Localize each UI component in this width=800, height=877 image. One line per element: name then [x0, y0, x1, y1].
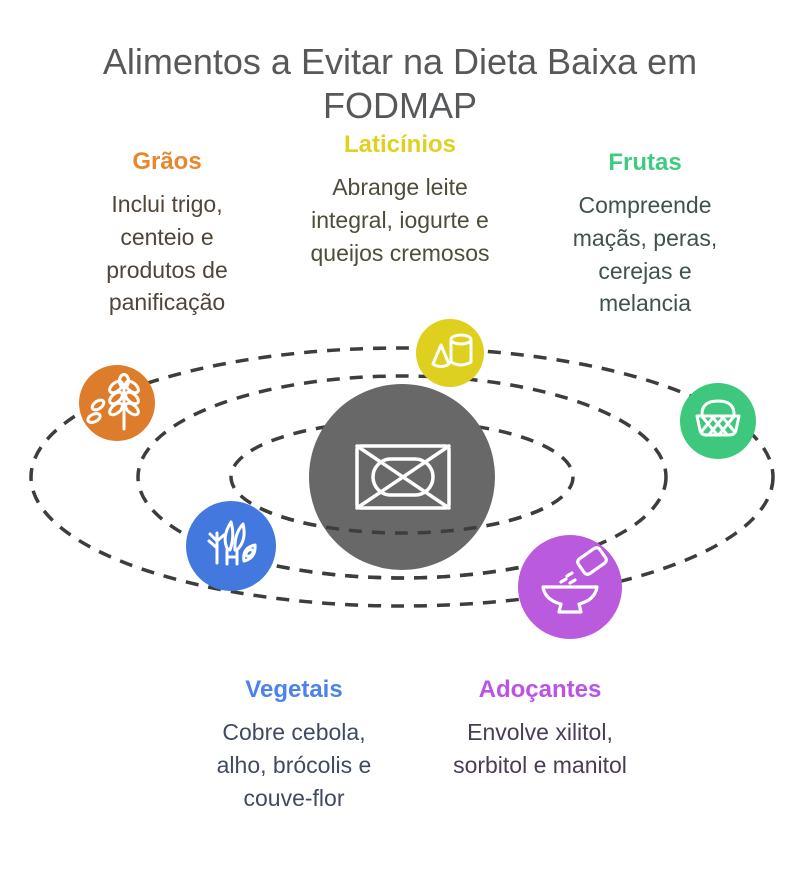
- milk-cheese-icon: [431, 333, 473, 368]
- category-frutas-description: Compreende maçãs, peras, cerejas e melan…: [572, 191, 718, 317]
- category-frutas-label: Frutas: [608, 149, 682, 176]
- category-graos-label: Grãos: [132, 148, 202, 175]
- wheat-icon: [86, 373, 140, 431]
- category-laticinios-description: Abrange leite integral, iogurte e queijo…: [310, 173, 490, 266]
- category-adocantes-description: Envolve xilitol, sorbitol e manitol: [453, 718, 627, 778]
- category-frutas: Frutas Compreende maçãs, peras, cerejas …: [540, 149, 750, 320]
- category-adocantes-label: Adoçantes: [478, 676, 602, 703]
- page-title: Alimentos a Evitar na Dieta Baixa em FOD…: [102, 41, 698, 126]
- fruit-basket-icon: [695, 399, 741, 437]
- category-laticinios: Laticínios Abrange leite integral, iogur…: [275, 131, 525, 269]
- vegetables-icon: [207, 520, 257, 566]
- sweetener-bowl-icon: [541, 546, 608, 614]
- dairy-badge: [416, 319, 484, 387]
- no-food-icon: [355, 444, 451, 510]
- category-laticinios-label: Laticínios: [343, 131, 457, 158]
- grains-badge: [79, 365, 155, 441]
- category-vegetais-description: Cobre cebola, alho, brócolis e couve-flo…: [216, 718, 372, 811]
- vegetables-badge: [186, 501, 276, 591]
- category-graos: Grãos Inclui trigo, centeio e produtos d…: [77, 148, 257, 319]
- sweeteners-badge: [518, 535, 622, 639]
- category-vegetais-label: Vegetais: [245, 676, 343, 703]
- category-graos-description: Inclui trigo, centeio e produtos de pani…: [106, 190, 228, 316]
- category-adocantes: Adoçantes Envolve xilitol, sorbitol e ma…: [410, 676, 670, 782]
- category-vegetais: Vegetais Cobre cebola, alho, brócolis e …: [179, 676, 409, 814]
- orbit-rings-front: [200, 505, 600, 580]
- fruit-badge: [680, 383, 756, 459]
